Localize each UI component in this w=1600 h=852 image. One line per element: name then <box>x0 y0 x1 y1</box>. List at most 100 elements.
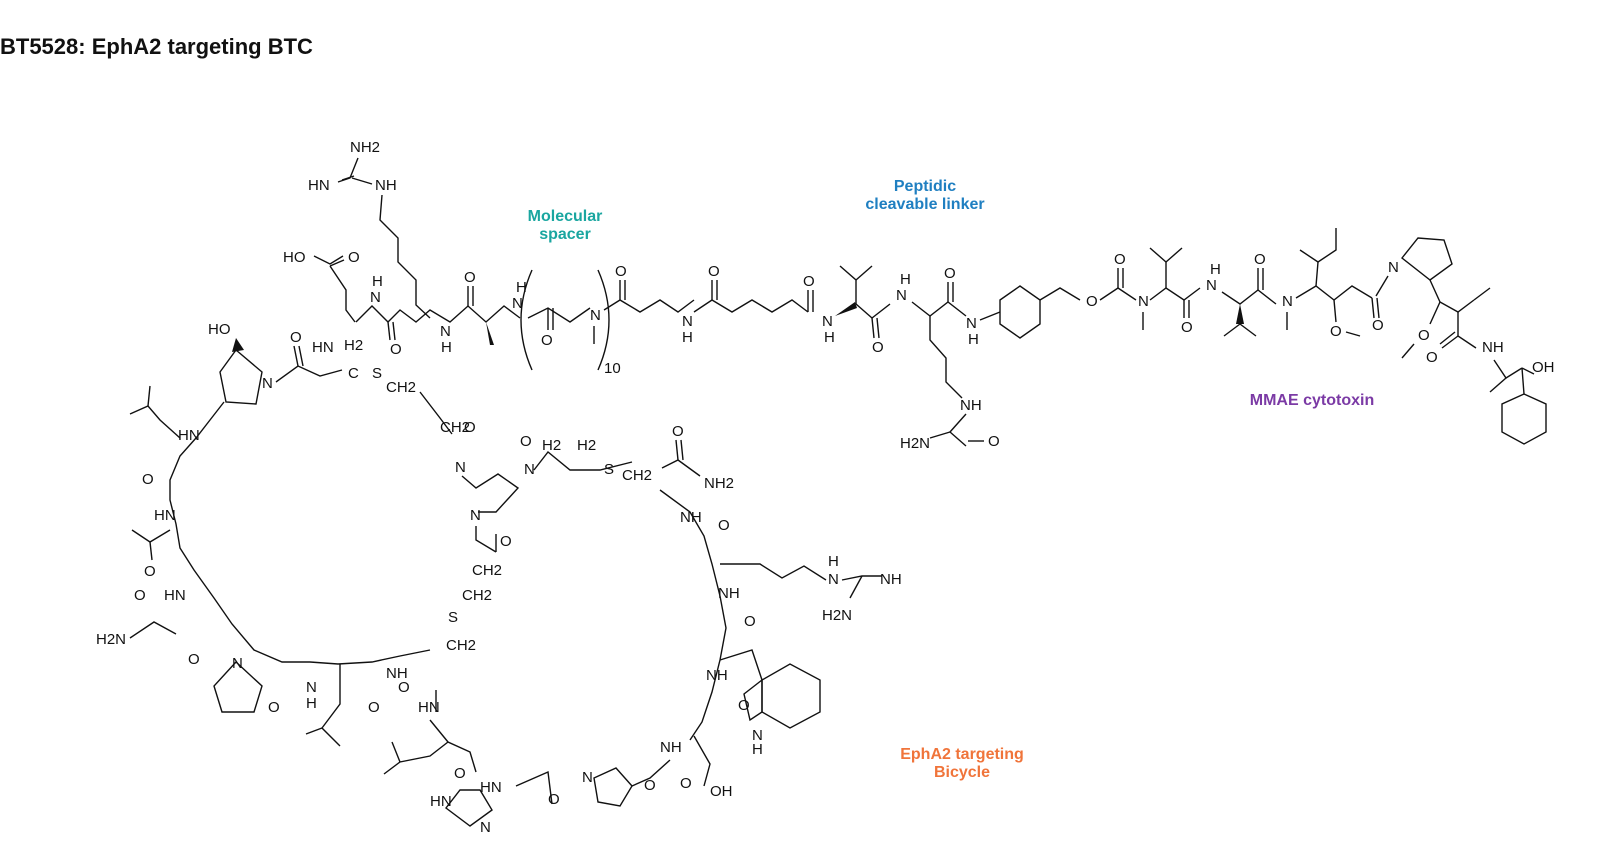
atom-h2: H2 <box>542 437 561 454</box>
mmae-structure: N O N H O N O O N O O NH <box>1138 228 1555 445</box>
atom-o: O <box>672 423 684 440</box>
atom-o: O <box>464 419 476 436</box>
atom-ch2: CH2 <box>386 379 416 396</box>
atom-s: S <box>372 365 382 382</box>
atom-n: N <box>262 375 273 392</box>
atom-oh: OH <box>1532 359 1555 376</box>
atom-n: N <box>822 313 833 330</box>
atom-o: O <box>348 249 360 266</box>
atom-h2n: H2N <box>822 607 852 624</box>
atom-n: N <box>896 287 907 304</box>
atom-o: O <box>548 791 560 808</box>
atom-n: N <box>1206 277 1217 294</box>
atom-o: O <box>680 775 692 792</box>
atom-o: O <box>944 265 956 282</box>
atom-o: O <box>142 471 154 488</box>
atom-h: H <box>682 329 693 346</box>
atom-hn: HN <box>308 177 330 194</box>
atom-n: N <box>370 289 381 306</box>
atom-o: O <box>708 263 720 280</box>
atom-nh: NH <box>1482 339 1504 356</box>
epha2-bicycle-label: EphA2 targeting Bicycle <box>872 746 1052 783</box>
atom-n: N <box>752 727 763 744</box>
atom-h: H <box>752 741 763 758</box>
atom-h: H <box>441 339 452 356</box>
atom-n: N <box>590 307 601 324</box>
atom-hn: HN <box>178 427 200 444</box>
mmae-cytotoxin-text: MMAE cytotoxin <box>1249 392 1375 409</box>
atom-o: O <box>188 651 200 668</box>
atom-h: H <box>900 271 911 288</box>
atom-n: N <box>480 819 491 836</box>
atom-nh2-cterm: NH2 <box>704 475 734 492</box>
atom-o: O <box>390 341 402 358</box>
atom-nh: NH <box>660 739 682 756</box>
atom-n: N <box>828 571 839 588</box>
atom-text: NH2 <box>350 139 380 156</box>
atom-o: O <box>644 777 656 794</box>
atom-o: O <box>268 699 280 716</box>
atom-o: O <box>464 269 476 286</box>
mmae-cytotoxin-label: MMAE cytotoxin <box>1222 392 1402 410</box>
atom-n: N <box>440 323 451 340</box>
atom-nh: NH <box>706 667 728 684</box>
atom-n: N <box>455 459 466 476</box>
atom-h2n: H2N <box>96 631 126 648</box>
bicycle-peptide: HO N O HN H2 C S CH2 CH2 O N N N O H2 H2… <box>96 321 902 836</box>
atom-o: O <box>1254 251 1266 268</box>
atom-hn: HN <box>164 587 186 604</box>
atom-h2n: H2N <box>900 435 930 452</box>
atom-nh: NH <box>375 177 397 194</box>
atom-h: H <box>372 273 383 290</box>
atom-nh2: NH2 <box>350 139 380 156</box>
atom-nh: NH <box>718 585 740 602</box>
atom-nh: NH <box>680 509 702 526</box>
atom-h: H <box>824 329 835 346</box>
atom-n: N <box>1282 293 1293 310</box>
atom-o: O <box>541 332 553 349</box>
atom-hn: HN <box>430 793 452 810</box>
atom-n: N <box>1388 259 1399 276</box>
atom-h: H <box>968 331 979 348</box>
atom-o: O <box>144 563 156 580</box>
peptidic-linker-text: Peptidic cleavable linker <box>865 178 985 214</box>
atom-n: N <box>512 295 523 312</box>
atom-nh: NH <box>880 571 902 588</box>
atom-n: N <box>306 679 317 696</box>
atom-c: C <box>348 365 359 382</box>
atom-o: O <box>1330 323 1342 340</box>
atom-o: O <box>500 533 512 550</box>
peptidic-linker-label: Peptidic cleavable linker <box>845 178 1005 215</box>
atom-ch2: CH2 <box>622 467 652 484</box>
atom-s: S <box>448 609 458 626</box>
atom-o: O <box>988 433 1000 450</box>
atom-ch2: CH2 <box>472 562 502 579</box>
atom-h: H <box>828 553 839 570</box>
molecular-spacer-text: Molecular spacer <box>527 208 603 244</box>
atom-o: O <box>368 699 380 716</box>
atom-hn: HN <box>312 339 334 356</box>
top-backbone: N H O N H O N H O N 10 O N H O O <box>355 263 815 377</box>
aspartate-top-side-chain: HO O <box>283 249 360 323</box>
atom-n: N <box>524 461 535 478</box>
atom-oh: OH <box>710 783 733 800</box>
repeat-count: 10 <box>604 360 621 377</box>
val-cit-linker: N H O N H O NH O H2N N H O O <box>822 251 1137 452</box>
atom-h: H <box>1210 261 1221 278</box>
atom-ch2: CH2 <box>440 419 470 436</box>
atom-o: O <box>803 273 815 290</box>
atom-h2: H2 <box>344 337 363 354</box>
atom-o: O <box>872 339 884 356</box>
atom-o: O <box>134 587 146 604</box>
atom-ch2: CH2 <box>446 637 476 654</box>
atom-o: O <box>744 613 756 630</box>
epha2-bicycle-text: EphA2 targeting Bicycle <box>900 746 1024 782</box>
atom-o: O <box>718 517 730 534</box>
atom-o: O <box>1114 251 1126 268</box>
atom-ho: HO <box>208 321 231 338</box>
atom-o: O <box>1372 317 1384 334</box>
atom-h2: H2 <box>577 437 596 454</box>
atom-n: N <box>470 507 481 524</box>
atom-n: N <box>682 313 693 330</box>
